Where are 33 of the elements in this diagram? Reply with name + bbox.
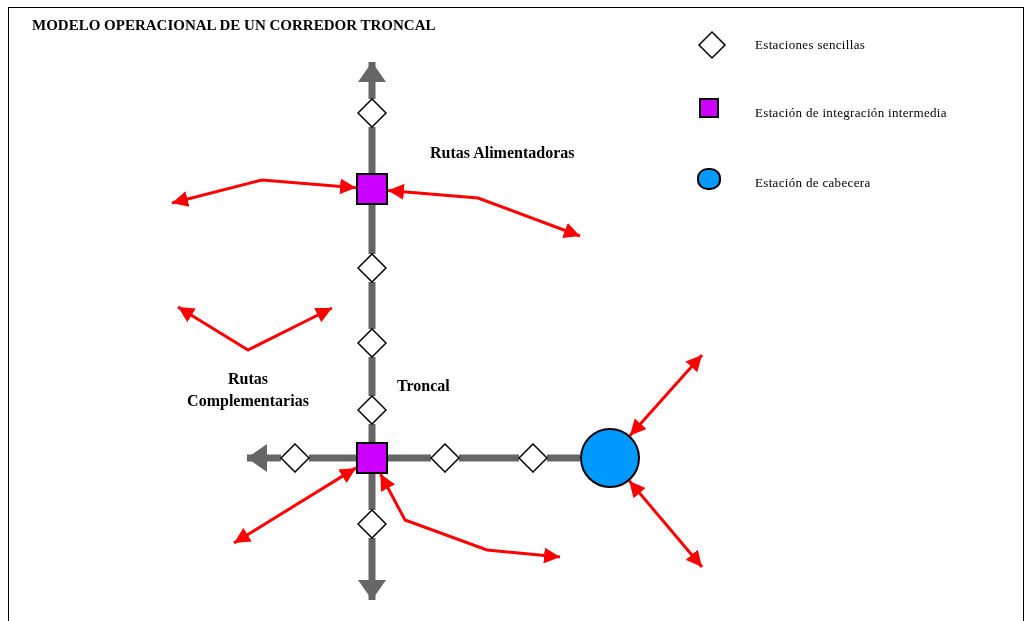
trunk-line xyxy=(368,205,376,254)
legend-label: Estaciones sencillas xyxy=(755,36,866,54)
trunk-line xyxy=(368,127,376,173)
station-diamond xyxy=(357,395,387,425)
station-diamond xyxy=(357,328,387,358)
station-diamond xyxy=(518,443,548,473)
route-arrow xyxy=(171,178,357,207)
station-diamond xyxy=(280,443,310,473)
trunk-line xyxy=(547,454,580,462)
trunk-line xyxy=(368,474,376,510)
trunk-line xyxy=(388,454,431,462)
trunk-line xyxy=(368,424,376,442)
trunk-line xyxy=(368,357,376,396)
route-arrow xyxy=(387,183,581,238)
station-diamond xyxy=(357,509,387,539)
trunk-line xyxy=(368,282,376,329)
legend-label: Estación de cabecera xyxy=(755,174,871,192)
station-diamond xyxy=(430,443,460,473)
route-arrow xyxy=(379,473,561,564)
route-arrow xyxy=(628,354,704,437)
legend-label: Estación de integración intermedia xyxy=(755,104,947,122)
trunk-line xyxy=(309,454,356,462)
route-label: Rutas Alimentadoras xyxy=(430,143,576,163)
route-label: Rutas Complementarias xyxy=(186,369,310,412)
station-diamond xyxy=(357,98,387,128)
route-label: Troncal xyxy=(397,376,451,396)
trunk-line xyxy=(459,454,519,462)
station-diamond xyxy=(357,253,387,283)
integration-station-square xyxy=(356,442,388,474)
diagram-title: MODELO OPERACIONAL DE UN CORREDOR TRONCAL xyxy=(32,16,436,35)
integration-station-square xyxy=(356,173,388,205)
route-arrow xyxy=(628,479,704,568)
route-arrow xyxy=(233,466,357,545)
